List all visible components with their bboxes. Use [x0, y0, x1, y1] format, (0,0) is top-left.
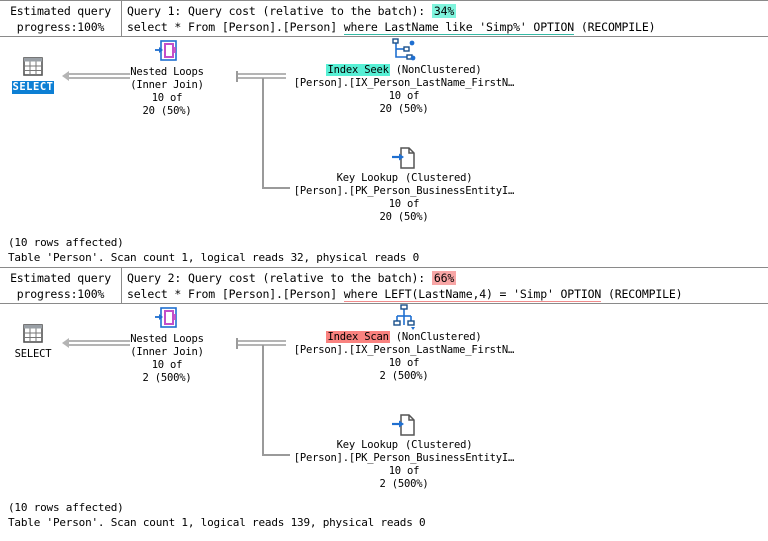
sql-underlined-2: where LEFT(LastName,4) = 'Simp' OPTION [343, 287, 602, 302]
connector-select-arrowhead-1 [62, 71, 69, 81]
plan-node-index-scan-2[interactable]: Index Scan (NonClustered) [Person].[IX_P… [288, 304, 520, 383]
plan-node-nested-loops-rows2-2: 2 (500%) [142, 372, 192, 384]
query-stats-1: (10 rows affected) Table 'Person'. Scan … [0, 229, 768, 267]
plan-node-select-label-2: SELECT [14, 348, 52, 360]
plan-node-nested-loops-rows1-1: 10 of [151, 92, 183, 104]
plan-node-nested-loops-rows2-1: 20 (50%) [142, 105, 192, 117]
query-cost-line-2: Query 2: Query cost (relative to the bat… [127, 270, 768, 286]
query-header-2: Estimated query progress:100% Query 2: Q… [0, 267, 768, 304]
connector-select-arrowhead-2 [62, 338, 69, 348]
plan-node-key-lookup-rows2-1: 20 (50%) [379, 211, 429, 223]
query-info-1: Query 1: Query cost (relative to the bat… [122, 1, 768, 36]
rows-affected-1: (10 rows affected) [8, 236, 124, 249]
sql-prefix-2: select * From [Person].[Person] [127, 287, 344, 301]
io-stats-2: Table 'Person'. Scan count 1, logical re… [8, 516, 426, 529]
plan-node-nested-loops-name-2: Nested Loops [130, 333, 204, 345]
rows-affected-2: (10 rows affected) [8, 501, 124, 514]
sql-underlined-1: where LastName like 'Simp%' OPTION [343, 20, 575, 35]
plan-node-nested-loops-1[interactable]: Nested Loops (Inner Join) 10 of 20 (50%) [112, 39, 222, 118]
plan-node-key-lookup-name-2: Key Lookup [336, 439, 398, 451]
index-scan-icon [288, 304, 520, 330]
query-sql-1: select * From [Person].[Person] where La… [127, 19, 768, 35]
plan-node-index-seek-name-1: Index Seek [326, 64, 390, 76]
connector-select-1 [68, 73, 130, 79]
plan-node-select-label-1: SELECT [11, 81, 55, 94]
plan-node-index-scan-name-2: Index Scan [326, 331, 390, 343]
plan-node-key-lookup-object-2: [Person].[PK_Person_BusinessEntityI… [293, 452, 515, 464]
connector-select-2 [68, 340, 130, 346]
connector-upper-cap-2 [236, 338, 238, 349]
estimated-progress-2: Estimated query progress:100% [0, 268, 122, 303]
plan-canvas-1: SELECT Nested Loops (Inner Join) 10 of [0, 37, 768, 229]
sql-suffix-2: (RECOMPILE) [601, 287, 683, 301]
query-cost-line-1: Query 1: Query cost (relative to the bat… [127, 3, 768, 19]
result-grid-icon [4, 321, 62, 347]
plan-node-key-lookup-kind-2: (Clustered) [398, 439, 473, 451]
query-cost-text-1: Query 1: Query cost (relative to the bat… [127, 4, 432, 18]
plan-node-index-seek-object-1: [Person].[IX_Person_LastName_FirstN… [293, 77, 515, 89]
query-header-1: Estimated query progress:100% Query 1: Q… [0, 0, 768, 37]
estimated-progress-label-1: Estimated query [10, 4, 111, 18]
query-cost-text-2: Query 2: Query cost (relative to the bat… [127, 271, 432, 285]
io-stats-1: Table 'Person'. Scan count 1, logical re… [8, 251, 420, 264]
estimated-progress-1: Estimated query progress:100% [0, 1, 122, 36]
plan-node-nested-loops-2[interactable]: Nested Loops (Inner Join) 10 of 2 (500%) [112, 306, 222, 385]
plan-node-index-seek-rows1-1: 10 of [388, 90, 420, 102]
plan-node-index-scan-kind-2: (NonClustered) [389, 331, 482, 343]
query-info-2: Query 2: Query cost (relative to the bat… [122, 268, 768, 303]
result-grid-icon [4, 54, 62, 80]
connector-vertical-1 [262, 78, 264, 189]
connector-lower-branch-1 [262, 187, 290, 189]
plan-node-key-lookup-rows2-2: 2 (500%) [379, 478, 429, 490]
plan-node-index-scan-title-2: Index Scan (NonClustered) [288, 331, 520, 344]
index-seek-icon [288, 37, 520, 63]
plan-node-select-label-wrap-1: SELECT [4, 81, 62, 94]
estimated-progress-label-2: Estimated query [10, 271, 111, 285]
nested-loops-icon [112, 306, 222, 332]
query-plan-block-1: Estimated query progress:100% Query 1: Q… [0, 0, 768, 267]
plan-node-key-lookup-name-1: Key Lookup [336, 172, 398, 184]
plan-node-key-lookup-rows1-2: 10 of [388, 465, 420, 477]
plan-node-nested-loops-detail-1: (Inner Join) [130, 79, 204, 91]
plan-node-nested-loops-detail-2: (Inner Join) [130, 346, 204, 358]
plan-node-index-seek-kind-1: (NonClustered) [389, 64, 482, 76]
nested-loops-icon [112, 39, 222, 65]
estimated-progress-value-2: progress:100% [16, 287, 105, 301]
plan-node-key-lookup-2[interactable]: Key Lookup (Clustered) [Person].[PK_Pers… [288, 412, 520, 491]
plan-node-index-seek-title-1: Index Seek (NonClustered) [288, 64, 520, 77]
plan-node-nested-loops-rows1-2: 10 of [151, 359, 183, 371]
plan-node-index-scan-rows2-2: 2 (500%) [379, 370, 429, 382]
estimated-progress-value-1: progress:100% [16, 20, 105, 34]
plan-node-key-lookup-title-2: Key Lookup (Clustered) [288, 439, 520, 452]
query-plan-block-2: Estimated query progress:100% Query 2: Q… [0, 267, 768, 532]
plan-node-select-label-wrap-2: SELECT [4, 348, 62, 361]
plan-node-key-lookup-rows1-1: 10 of [388, 198, 420, 210]
plan-node-select-1[interactable]: SELECT [4, 54, 62, 94]
query-cost-value-2: 66% [431, 271, 457, 285]
connector-upper-cap-1 [236, 71, 238, 82]
plan-node-index-scan-object-2: [Person].[IX_Person_LastName_FirstN… [293, 344, 515, 356]
key-lookup-icon [288, 145, 520, 171]
connector-vertical-2 [262, 345, 264, 456]
sql-prefix-1: select * From [Person].[Person] [127, 20, 344, 34]
plan-node-index-scan-rows1-2: 10 of [388, 357, 420, 369]
plan-node-key-lookup-object-1: [Person].[PK_Person_BusinessEntityI… [293, 185, 515, 197]
connector-lower-branch-2 [262, 454, 290, 456]
query-stats-2: (10 rows affected) Table 'Person'. Scan … [0, 494, 768, 532]
plan-node-nested-loops-name-1: Nested Loops [130, 66, 204, 78]
sql-suffix-1: (RECOMPILE) [574, 20, 656, 34]
plan-node-index-seek-1[interactable]: Index Seek (NonClustered) [Person].[IX_P… [288, 37, 520, 116]
plan-node-select-2[interactable]: SELECT [4, 321, 62, 361]
plan-node-key-lookup-kind-1: (Clustered) [398, 172, 473, 184]
plan-canvas-2: SELECT Nested Loops (Inner Join) 10 of 2… [0, 304, 768, 494]
key-lookup-icon [288, 412, 520, 438]
query-cost-value-1: 34% [431, 4, 457, 18]
plan-node-key-lookup-1[interactable]: Key Lookup (Clustered) [Person].[PK_Pers… [288, 145, 520, 224]
plan-node-index-seek-rows2-1: 20 (50%) [379, 103, 429, 115]
plan-node-key-lookup-title-1: Key Lookup (Clustered) [288, 172, 520, 185]
query-sql-2: select * From [Person].[Person] where LE… [127, 286, 768, 302]
